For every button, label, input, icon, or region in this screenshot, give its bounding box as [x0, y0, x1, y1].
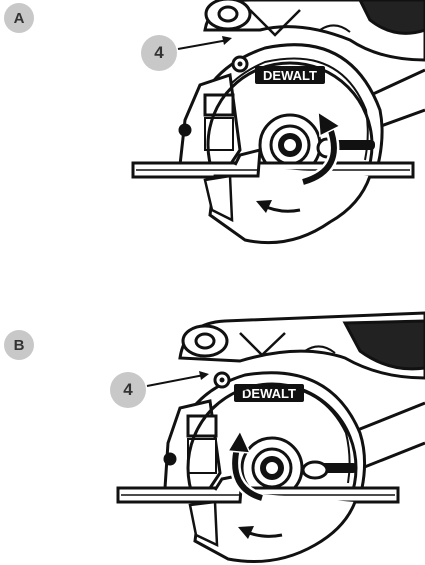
circular-saw-illustration-a: DEWALT [131, 0, 425, 245]
figure-panel-a: DEWALT [0, 0, 425, 282]
guard-lever [301, 460, 357, 480]
callout-leader [146, 371, 209, 387]
front-housing [178, 73, 242, 167]
panel-label-badge: A [4, 3, 34, 33]
motor-housing [203, 0, 425, 62]
brand-logo: DEWALT [242, 386, 296, 401]
circular-saw-illustration-b: DEWALT [116, 311, 425, 564]
callout-number-badge: 4 [141, 35, 177, 71]
rotation-arrow-icon [301, 110, 342, 188]
motor-housing [178, 311, 425, 380]
saw-blade [186, 382, 358, 554]
figure-panel-b: DEWALT [0, 283, 425, 565]
panel-label-badge: B [4, 330, 34, 360]
brand-logo: DEWALT [263, 68, 317, 83]
brand-plate: DEWALT [234, 384, 304, 402]
callout-number-badge: 4 [110, 372, 146, 408]
rotation-arrow-icon [226, 429, 264, 504]
callout-leader [177, 36, 232, 50]
lower-blade-guard [203, 148, 372, 245]
brand-plate: DEWALT [255, 66, 325, 84]
lower-blade-guard [188, 473, 357, 564]
saw-arm [349, 401, 425, 470]
